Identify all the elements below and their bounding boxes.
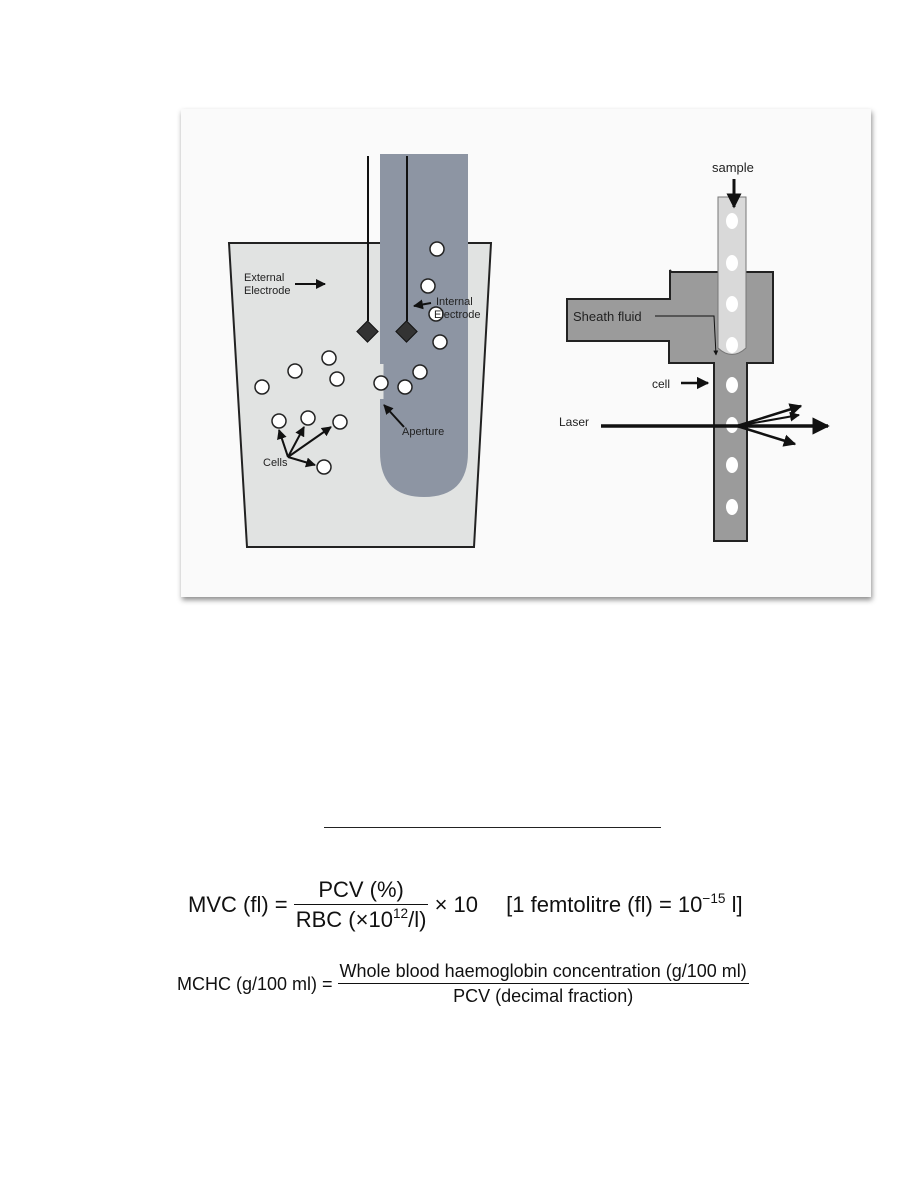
cell — [726, 377, 738, 393]
sheath-fluid-leader — [655, 315, 719, 356]
mchc-fraction: Whole blood haemoglobin concentration (g… — [337, 961, 749, 1007]
mchc-numerator: Whole blood haemoglobin concentration (g… — [339, 961, 747, 981]
mvc-denominator-prefix: RBC (×10 — [295, 907, 393, 932]
femtolitre-note: [1 femtolitre (fl) = 10−15 l] — [506, 892, 743, 918]
cell-label: cell — [652, 377, 670, 391]
cell — [287, 363, 303, 379]
mvc-multiplier: × 10 — [434, 892, 479, 917]
aperture-label: Aperture — [402, 426, 444, 438]
cell — [412, 364, 428, 380]
mvc-fraction: PCV (%) RBC (×1012/l) — [293, 877, 429, 933]
mchc-denominator: PCV (decimal fraction) — [337, 983, 749, 1007]
cell — [726, 296, 738, 312]
sample-label: sample — [712, 160, 754, 175]
scatter-arrow-up — [736, 403, 803, 428]
left-arrows — [277, 279, 432, 468]
cells-arrow — [277, 429, 289, 458]
mvc-numerator: PCV (%) — [318, 877, 404, 902]
cell — [321, 350, 337, 366]
femtolitre-note-suffix: l] — [725, 892, 743, 917]
cell — [726, 499, 738, 515]
mvc-lhs: MVC (fl) = — [188, 892, 288, 917]
scatter-arrow-mid — [736, 411, 800, 427]
cell — [726, 457, 738, 473]
cell — [432, 334, 448, 350]
laser-label: Laser — [559, 415, 589, 429]
diagrams-svg: External Electrode Internal Electrode Ap… — [227, 154, 830, 548]
mchc-lhs: MCHC (g/100 ml) = — [177, 973, 333, 994]
flow-cytometry-diagram: sample Sheath fluid cell Laser — [559, 160, 830, 542]
right-arrows — [601, 179, 830, 447]
external-electrode-label: External Electrode — [244, 272, 290, 297]
sample-stream — [717, 196, 747, 355]
cell — [726, 337, 738, 353]
external-electrode-tip — [356, 320, 379, 343]
cell — [428, 306, 444, 322]
horizontal-rule — [324, 827, 661, 828]
internal-electrode-arrow — [413, 299, 432, 310]
cell — [271, 413, 287, 429]
cell — [329, 371, 345, 387]
sheath-fluid-label: Sheath fluid — [573, 309, 642, 324]
cell — [254, 379, 270, 395]
impedance-counter-diagram: External Electrode Internal Electrode Ap… — [227, 154, 493, 548]
cell — [429, 241, 445, 257]
mchc-equation: MCHC (g/100 ml) = Whole blood haemoglobi… — [177, 961, 749, 1007]
cells-arrow — [287, 456, 316, 468]
cells-label: Cells — [263, 457, 288, 469]
figure-panel: External Electrode Internal Electrode Ap… — [181, 109, 871, 597]
cell — [420, 278, 436, 294]
blood-cells — [254, 241, 448, 475]
scatter-arrow-down — [736, 424, 797, 447]
cell — [300, 410, 316, 426]
mvc-denominator-suffix: /l) — [408, 907, 427, 932]
femtolitre-note-exponent: −15 — [702, 891, 726, 907]
cell — [726, 213, 738, 229]
mvc-denominator: RBC (×1012/l) — [293, 904, 429, 933]
mvc-denominator-exponent: 12 — [392, 906, 409, 922]
cell — [726, 255, 738, 271]
internal-electrode-tip — [395, 320, 418, 343]
cell — [373, 375, 389, 391]
aperture-tube — [380, 154, 468, 497]
cell — [397, 379, 413, 395]
mvc-equation: MVC (fl) = PCV (%) RBC (×1012/l) × 10 [1… — [188, 877, 743, 933]
cells-arrow — [287, 426, 332, 458]
femtolitre-note-prefix: [1 femtolitre (fl) = 10 — [506, 892, 703, 917]
cells-arrow — [287, 426, 305, 458]
aperture-arrow — [383, 404, 405, 428]
cell — [316, 459, 332, 475]
cell — [332, 414, 348, 430]
internal-electrode-label: Internal Electrode — [434, 296, 480, 321]
